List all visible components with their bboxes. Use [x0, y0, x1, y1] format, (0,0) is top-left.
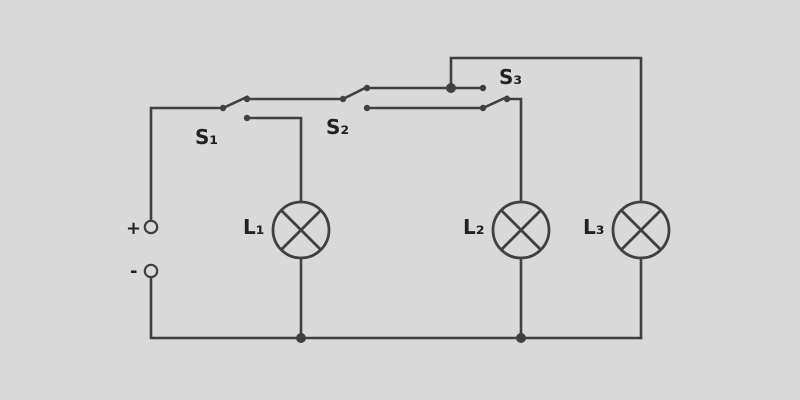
lamp-l1: [271, 200, 331, 260]
switch-s2-upper-contact: [363, 84, 371, 92]
junction-bottom-l1: [296, 333, 306, 343]
positive-terminal: [143, 219, 159, 235]
switch-s2-lower-contact: [363, 104, 371, 112]
switch-s3-upper-contact: [479, 84, 487, 92]
switch-s3-blade: [481, 95, 509, 110]
power-terminals: + -: [126, 218, 159, 282]
wire-positive-to-s1: [149, 106, 225, 222]
switch-s1: [219, 95, 251, 122]
wire-s1-to-l1: [245, 116, 303, 203]
switch-s3-label: S₃: [499, 65, 522, 89]
wire-s3-to-l2: [505, 97, 523, 203]
junction-bottom-l2: [516, 333, 526, 343]
switch-s2-blade: [341, 85, 369, 101]
switch-s1-label: S₁: [195, 125, 218, 149]
switch-s1-lower-contact: [243, 114, 251, 122]
switch-s2-label: S₂: [326, 115, 349, 139]
lamp-l2-label: L₂: [463, 215, 485, 239]
junction-top: [446, 83, 456, 93]
switch-s1-upper-contact: [243, 95, 251, 103]
lamp-l2-cross-b: [500, 209, 542, 251]
lamp-l1-label: L₁: [243, 215, 265, 239]
negative-terminal-label: -: [130, 261, 137, 282]
wire-return-to-negative: [149, 276, 643, 340]
lamp-l3: [611, 200, 671, 260]
switch-s3: [479, 84, 511, 112]
switch-s1-blade: [221, 95, 249, 110]
lamp-l2: [491, 200, 551, 260]
positive-terminal-label: +: [126, 218, 141, 239]
negative-terminal: [143, 263, 159, 279]
lamp-l3-cross-b: [620, 209, 662, 251]
lamp-l3-label: L₃: [583, 215, 605, 239]
wires: [149, 56, 643, 340]
lamp-l1-cross-b: [280, 209, 322, 251]
switch-s2: [339, 84, 371, 112]
junctions: [296, 83, 526, 343]
wire-junction-to-l3: [449, 56, 643, 203]
component-labels: S₁ S₂ S₃ L₁ L₂ L₃: [195, 65, 605, 239]
switch-s3-common-contact: [503, 95, 511, 103]
